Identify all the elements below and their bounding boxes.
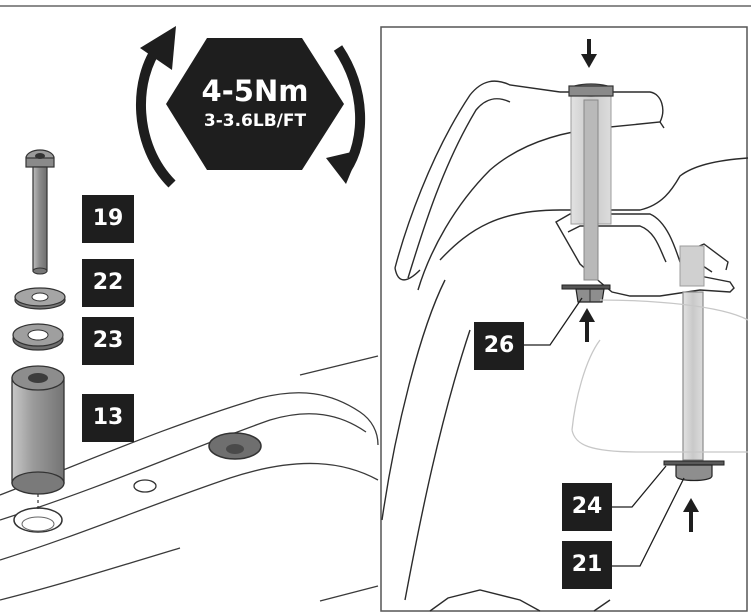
callout-13: 13 xyxy=(82,394,134,442)
hexagon-badge-icon xyxy=(166,38,344,170)
nut-26 xyxy=(561,284,611,303)
detail-frame-lines xyxy=(381,80,749,612)
callout-21: 21 xyxy=(562,541,612,589)
ghost-bolt-lower xyxy=(679,245,705,461)
arrow-up-icon xyxy=(683,498,699,532)
torque-badge: 4-5Nm 3-3.6LB/FT xyxy=(166,38,344,170)
target-hole xyxy=(13,507,63,533)
rotation-arrows-icon xyxy=(135,26,366,188)
leader-lines xyxy=(522,297,685,567)
ghost-bolt-upper xyxy=(568,83,614,281)
bolt-head-21 xyxy=(675,464,713,482)
sleeve-13 xyxy=(11,365,65,495)
callout-24: 24 xyxy=(562,483,612,531)
washer-22 xyxy=(14,287,66,310)
bolt-19 xyxy=(25,149,55,275)
callout-19: 19 xyxy=(82,195,134,243)
washer-23 xyxy=(12,323,64,351)
callout-22: 22 xyxy=(82,259,134,307)
mount-hole xyxy=(208,432,262,460)
torque-value: 4-5Nm xyxy=(202,74,309,108)
callout-26: 26 xyxy=(474,322,524,370)
base-frame xyxy=(0,355,379,602)
ghost-body-outline xyxy=(571,299,749,453)
arrow-up-icon xyxy=(579,308,595,342)
arrow-down-icon xyxy=(581,39,597,68)
callout-23: 23 xyxy=(82,317,134,365)
small-hole xyxy=(133,479,157,493)
torque-imperial: 3-3.6LB/FT xyxy=(204,111,307,131)
